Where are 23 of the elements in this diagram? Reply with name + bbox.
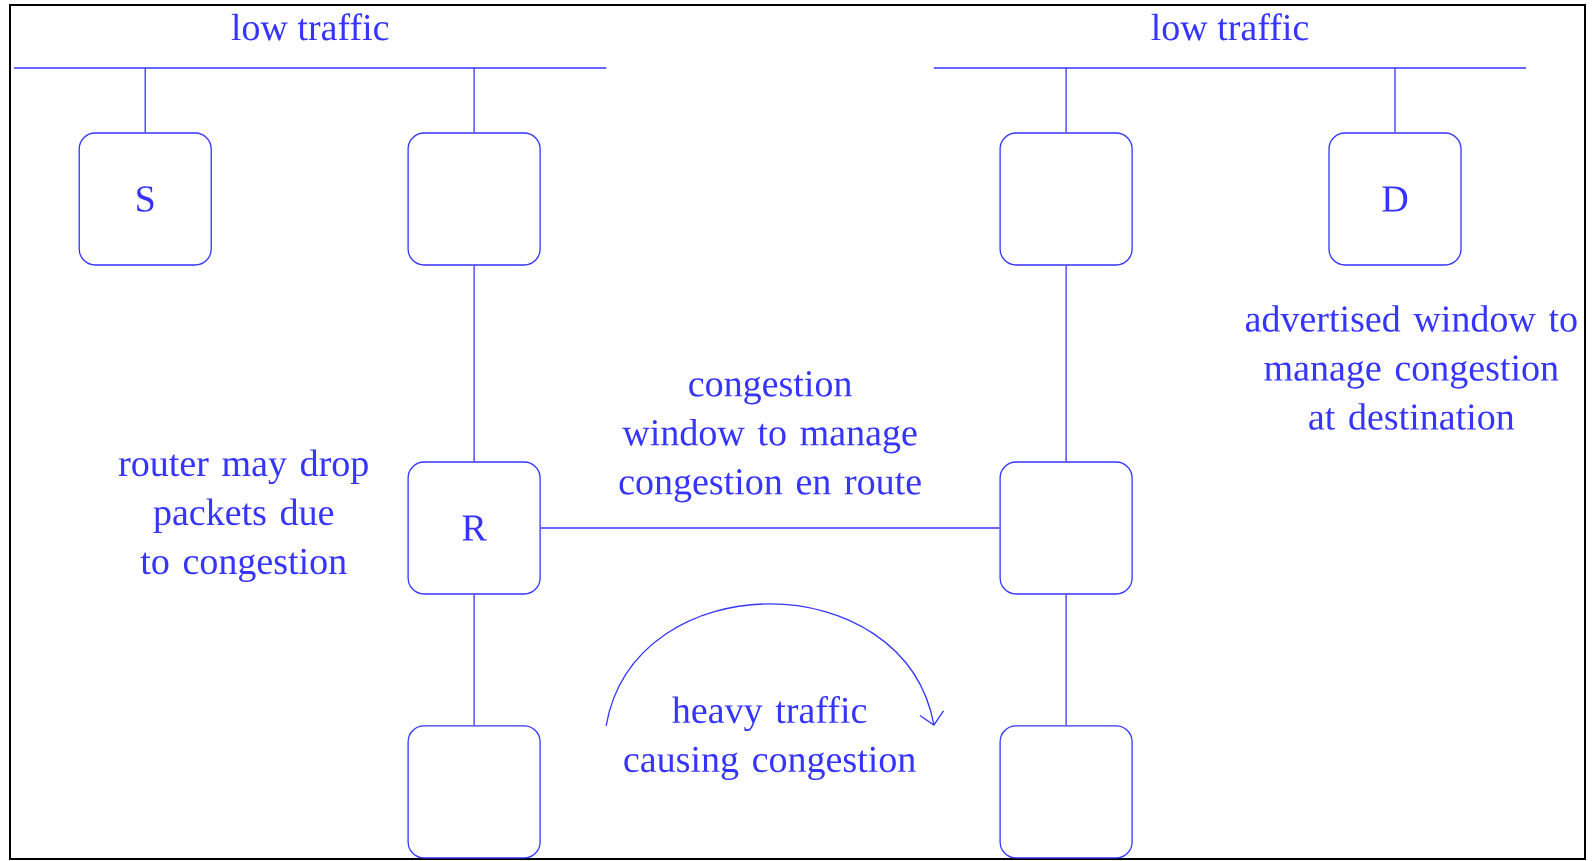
note: heavy traffic causing congestion: [624, 696, 916, 781]
link-line: [1394, 67, 1396, 133]
router-box: D: [1328, 132, 1462, 266]
link-line: [1065, 67, 1067, 133]
link-line: [473, 265, 475, 462]
bus-line: low traffic: [13, 13, 607, 69]
router-box: [407, 132, 541, 266]
router-box: [999, 132, 1133, 266]
router-box: [407, 725, 541, 859]
link-line: [473, 594, 475, 726]
link-line: [1065, 594, 1067, 726]
link-line: [1065, 265, 1067, 462]
edge-label: congestion window to manage congestion en route: [619, 371, 921, 503]
link-line: [540, 527, 1001, 529]
router-box: [999, 725, 1133, 859]
link-line: [473, 67, 475, 133]
note: advertised window to manage congestion at destination: [1245, 305, 1577, 430]
note: router may drop packets due to congestion: [118, 449, 368, 583]
router-box: [999, 461, 1133, 595]
router-box: R: [407, 461, 541, 595]
bus-line: low traffic: [933, 13, 1527, 69]
link-line: [144, 67, 146, 133]
router-box: S: [78, 132, 212, 266]
